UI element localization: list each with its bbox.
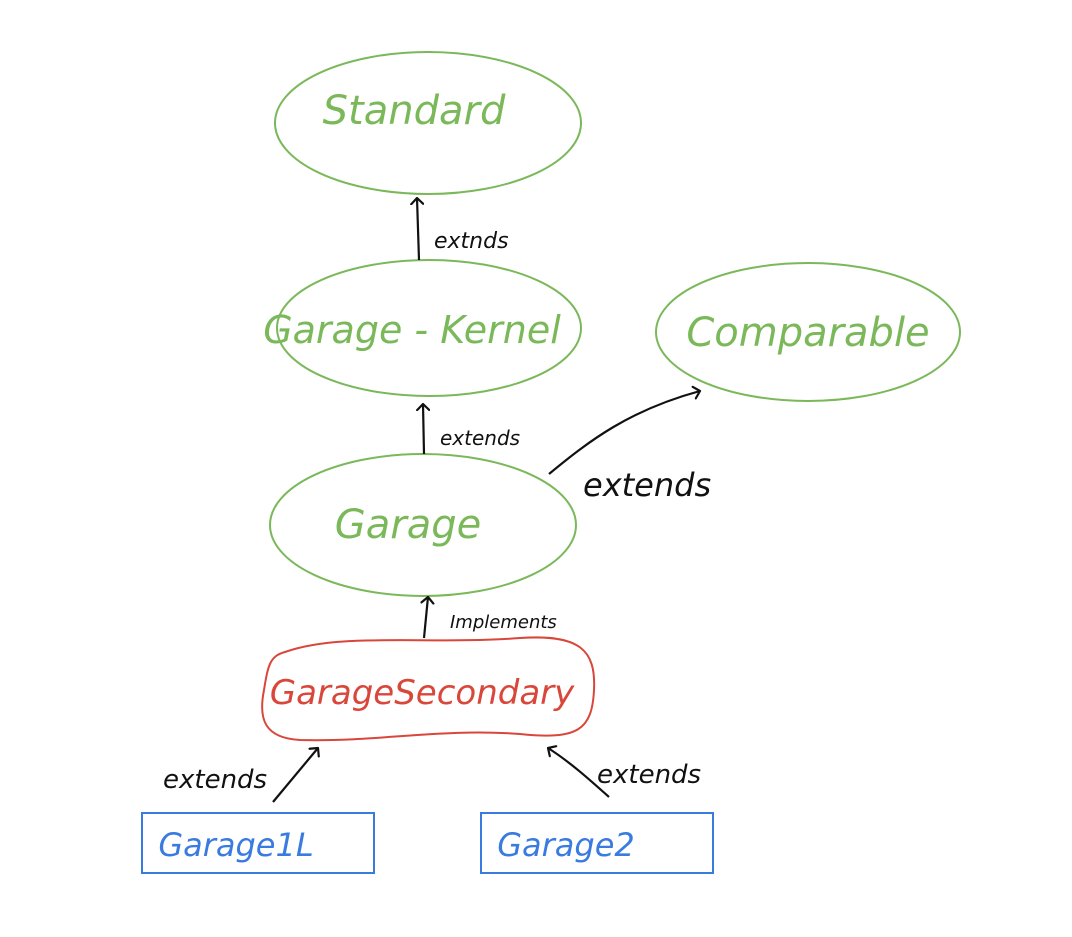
arrow-kernel-to-standard [417, 198, 419, 261]
edge-label-garage-to-kernel: extends [440, 426, 520, 450]
standard-label: Standard [323, 88, 506, 134]
edge-garage-to-comparable: extends [548, 391, 711, 504]
edge-label-garage2-to-secondary: extends [597, 760, 701, 790]
arrow-garage-to-comparable [548, 391, 700, 475]
edge-label-garage-to-comparable: extends [583, 466, 711, 504]
edge-kernel-to-standard: extnds [417, 198, 509, 261]
edge-garage-to-kernel: extends [423, 404, 520, 455]
standard-ellipse [274, 51, 582, 195]
arrow-secondary-to-garage [424, 597, 428, 639]
edge-garage2-to-secondary: extends [548, 748, 701, 798]
node-garage-kernel: Garage - Kernel [263, 259, 582, 397]
node-standard: Standard [274, 51, 582, 195]
node-garage-secondary: GarageSecondary [261, 636, 596, 742]
edge-label-garage1l-to-secondary: extends [163, 765, 267, 795]
garage2-box [480, 812, 714, 874]
node-comparable: Comparable [655, 262, 961, 402]
garage1l-label: Garage1L [158, 826, 313, 864]
arrow-garage1l-to-secondary [272, 748, 318, 803]
arrow-garage-to-kernel [423, 404, 424, 455]
edge-label-secondary-to-garage: Implements [450, 612, 557, 633]
edge-secondary-to-garage: Implements [424, 597, 557, 639]
garage2-label: Garage2 [497, 826, 635, 864]
garage-label: Garage [335, 502, 481, 548]
garage1l-box [141, 812, 375, 874]
node-garage1l: Garage1L [141, 812, 375, 874]
garage-kernel-label: Garage - Kernel [263, 308, 561, 352]
comparable-label: Comparable [686, 310, 929, 356]
comparable-ellipse [655, 262, 961, 402]
garage-secondary-outline [261, 636, 596, 742]
arrow-garage2-to-secondary [548, 748, 610, 798]
edge-garage1l-to-secondary: extends [163, 748, 318, 803]
garage-secondary-label: GarageSecondary [270, 673, 575, 713]
garage-kernel-ellipse [276, 259, 582, 397]
edge-label-kernel-to-standard: extnds [434, 229, 509, 254]
node-garage: Garage [269, 453, 577, 597]
node-garage2: Garage2 [480, 812, 714, 874]
